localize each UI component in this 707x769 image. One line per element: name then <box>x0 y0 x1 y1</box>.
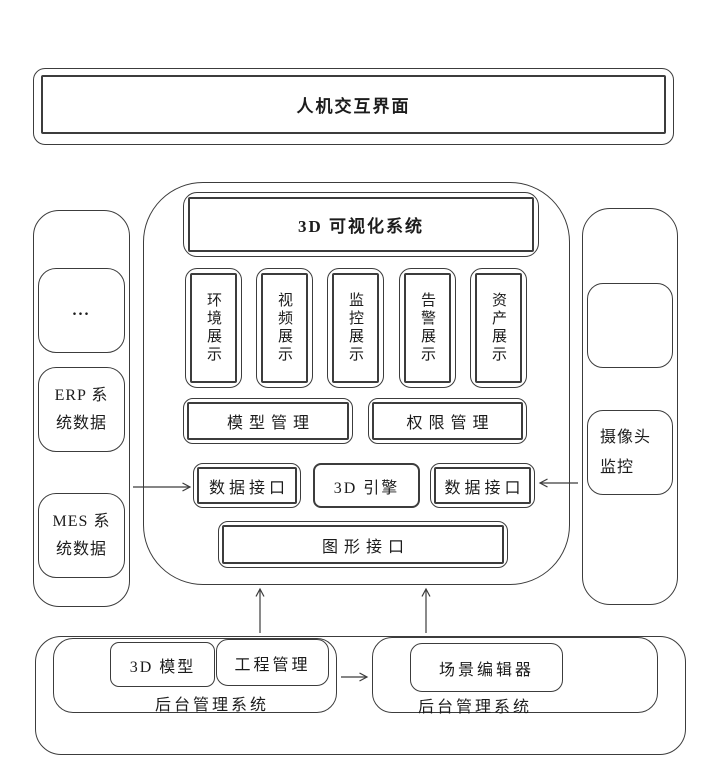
backend-right-group <box>372 637 658 713</box>
model-management-label: 模型管理 <box>226 415 315 432</box>
visualization-system-container <box>143 182 570 585</box>
camera-monitor-label: 摄像头 监控 <box>600 428 652 476</box>
system-title-inner: 3D 可视化系统 <box>188 197 534 252</box>
permission-management-box: 权限管理 <box>368 398 527 444</box>
graphics-interface-inner: 图形接口 <box>222 525 504 564</box>
hmi-interface-inner: 人机交互界面 <box>41 75 666 134</box>
other-data-source-box: ... <box>38 268 125 353</box>
backend-left-caption: 后台管理系统 <box>154 697 269 714</box>
backend-left-group <box>53 638 337 713</box>
module-asset-inner: 资产展示 <box>475 273 522 383</box>
project-management-box: 工程管理 <box>216 639 329 686</box>
scene-editor-label: 场景编辑器 <box>438 661 534 679</box>
right-camera-container <box>582 208 678 605</box>
model-3d-label: 3D 模型 <box>129 658 196 676</box>
other-data-source-label: ... <box>72 301 91 319</box>
data-interface-left-inner: 数据接口 <box>197 467 297 504</box>
module-asset-label: 资产展示 <box>490 292 506 364</box>
system-title-box: 3D 可视化系统 <box>183 192 539 257</box>
module-monitor-label: 监控展示 <box>347 292 363 364</box>
engine-3d-box: 3D 引擎 <box>313 463 420 508</box>
module-video-display: 视频展示 <box>256 268 313 388</box>
hmi-interface-box: 人机交互界面 <box>33 68 674 145</box>
module-environment-label: 环境展示 <box>205 292 221 364</box>
module-alarm-label: 告警展示 <box>419 292 435 364</box>
module-environment-inner: 环境展示 <box>190 273 237 383</box>
system-title-label: 3D 可视化系统 <box>297 217 425 236</box>
graphics-interface-box: 图形接口 <box>218 521 508 568</box>
model-management-inner: 模型管理 <box>187 402 349 440</box>
model-3d-box: 3D 模型 <box>110 642 215 687</box>
module-alarm-inner: 告警展示 <box>404 273 451 383</box>
module-video-inner: 视频展示 <box>261 273 308 383</box>
engine-3d-label: 3D 引擎 <box>333 479 400 497</box>
module-environment-display: 环境展示 <box>185 268 242 388</box>
data-interface-left-label: 数据接口 <box>208 479 289 497</box>
module-monitor-display: 监控展示 <box>327 268 384 388</box>
backend-right-caption: 后台管理系统 <box>417 699 532 716</box>
module-alarm-display: 告警展示 <box>399 268 456 388</box>
permission-management-inner: 权限管理 <box>372 402 523 440</box>
erp-data-label: ERP 系 统数据 <box>54 386 109 432</box>
data-interface-right-inner: 数据接口 <box>434 467 531 504</box>
hmi-interface-label: 人机交互界面 <box>296 97 411 116</box>
data-interface-right-label: 数据接口 <box>444 479 525 497</box>
camera-monitor-box: 摄像头 监控 <box>587 410 673 495</box>
module-video-label: 视频展示 <box>276 292 292 364</box>
permission-management-label: 权限管理 <box>406 415 495 432</box>
module-asset-display: 资产展示 <box>470 268 527 388</box>
data-interface-left-box: 数据接口 <box>193 463 301 508</box>
mes-data-box: MES 系 统数据 <box>38 493 125 578</box>
mes-data-label: MES 系 统数据 <box>52 512 111 558</box>
project-management-label: 工程管理 <box>234 656 311 674</box>
left-data-sources-container <box>33 210 130 607</box>
erp-data-box: ERP 系 统数据 <box>38 367 125 452</box>
camera-empty-box <box>587 283 673 368</box>
graphics-interface-label: 图形接口 <box>321 538 410 556</box>
module-monitor-inner: 监控展示 <box>332 273 379 383</box>
data-interface-right-box: 数据接口 <box>430 463 535 508</box>
model-management-box: 模型管理 <box>183 398 353 444</box>
scene-editor-box: 场景编辑器 <box>410 643 563 692</box>
backend-outer-container <box>35 636 686 755</box>
